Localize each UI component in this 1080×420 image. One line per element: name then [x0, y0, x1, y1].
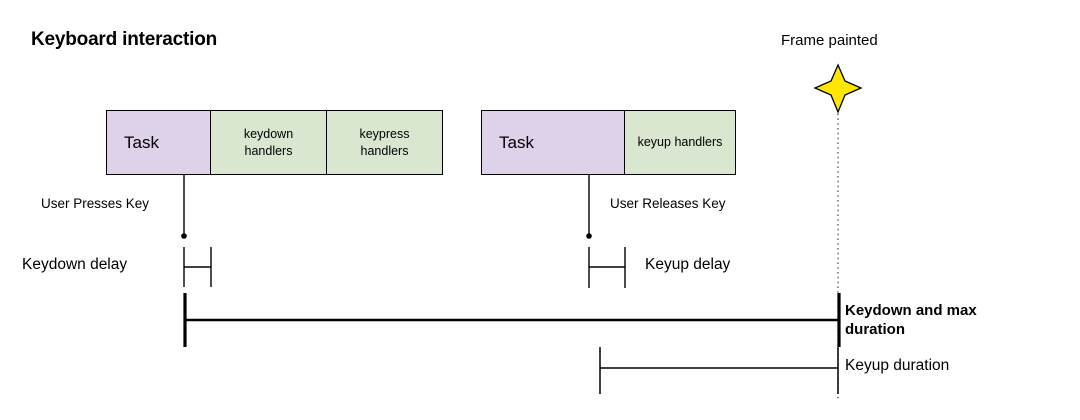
keyup-delay-span [588, 247, 626, 288]
keydown-handlers-box[interactable]: keydown handlers [210, 110, 327, 175]
keyup-handlers-label: keyup handlers [637, 135, 723, 150]
user-releases-key-label: User Releases Key [610, 196, 726, 211]
user-releases-key-dot [586, 233, 592, 239]
task-box-2[interactable]: Task [481, 110, 625, 175]
page-title: Keyboard interaction [31, 29, 218, 50]
keyup-duration-label: Keyup duration [845, 357, 950, 374]
keyup-delay-label: Keyup delay [645, 256, 731, 273]
keyup-handlers-box[interactable]: keyup handlers [624, 110, 736, 175]
task-box-1-label: Task [124, 132, 159, 152]
keydown-delay-span [183, 247, 212, 287]
user-presses-key-dot [181, 233, 187, 239]
frame-painted-label: Frame painted [781, 32, 878, 49]
keydown-and-max-duration-label: Keydown and max duration [845, 302, 977, 339]
keyup-duration-span [599, 347, 839, 394]
keydown-delay-label: Keydown delay [22, 256, 128, 273]
user-presses-key-label: User Presses Key [41, 196, 150, 211]
four-point-star-icon [813, 63, 863, 114]
keydown-handlers-label: keydown handlers [243, 127, 294, 158]
keypress-handlers-box[interactable]: keypress handlers [326, 110, 443, 175]
keydown-max-duration-span [183, 293, 841, 347]
keypress-handlers-label: keypress handlers [359, 127, 410, 158]
task-box-2-label: Task [499, 132, 534, 152]
task-box-1[interactable]: Task [106, 110, 211, 175]
